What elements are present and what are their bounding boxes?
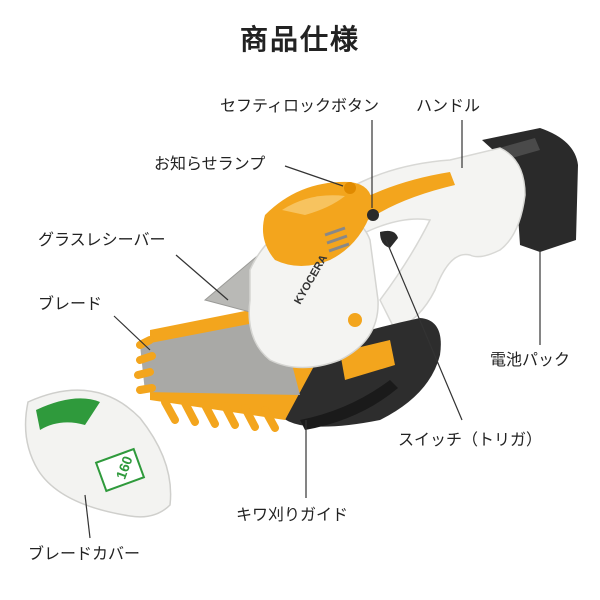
label-grass-receiver: グラスレシーバー bbox=[38, 230, 166, 249]
label-safety-lock: セフティロックボタン bbox=[220, 96, 380, 115]
safety-lock-button-illustration bbox=[367, 209, 379, 221]
label-blade: ブレード bbox=[38, 294, 103, 313]
blade-cover-illustration: 160 bbox=[24, 389, 172, 518]
label-blade-cover: ブレードカバー bbox=[28, 544, 141, 563]
motor-body-illustration: KYOCERA bbox=[248, 181, 379, 369]
blade-cover-badge: 160 bbox=[113, 454, 136, 482]
leader-lines bbox=[84, 120, 541, 539]
page-title: 商品仕様 bbox=[239, 23, 360, 56]
label-indicator: お知らせランプ bbox=[154, 154, 266, 173]
label-guide: キワ刈りガイド bbox=[236, 505, 349, 524]
trigger-illustration bbox=[380, 230, 398, 248]
indicator-lamp-illustration bbox=[344, 182, 356, 194]
label-handle: ハンドル bbox=[416, 96, 481, 115]
label-battery: 電池パック bbox=[490, 350, 571, 369]
label-switch: スイッチ（トリガ） bbox=[398, 430, 543, 449]
handle-illustration bbox=[328, 147, 526, 331]
